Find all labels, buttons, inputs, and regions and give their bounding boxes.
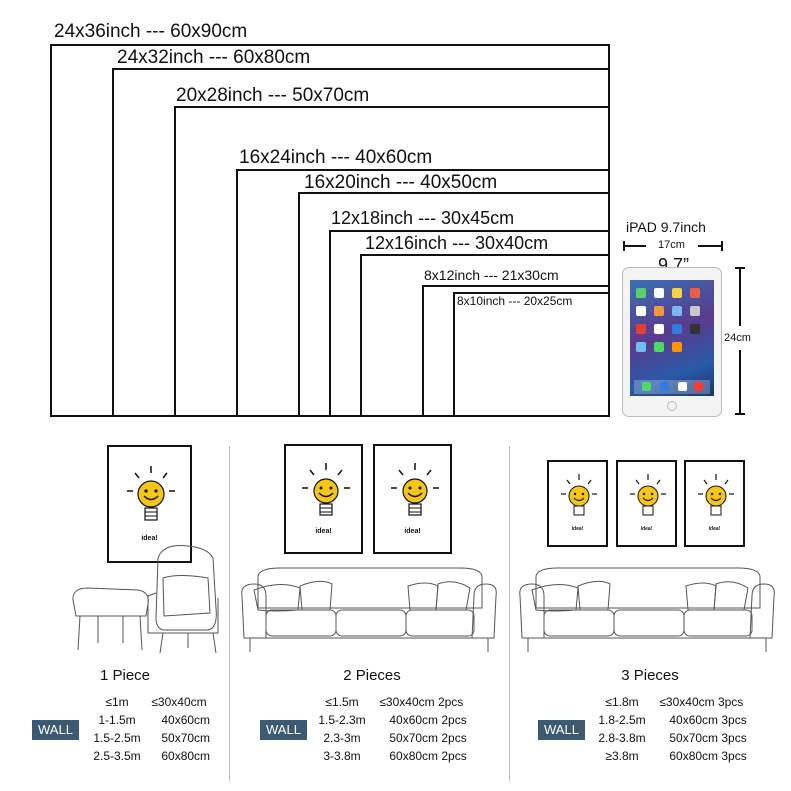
size-label-40x60: 16x24inch --- 40x60cm — [239, 147, 433, 168]
idea-bulb-icon — [698, 474, 734, 516]
spec-range: 3-3.8m — [323, 749, 361, 763]
poster: idea! — [547, 460, 608, 547]
sofa-illustration — [519, 567, 775, 652]
idea-bulb-icon — [302, 463, 350, 516]
spec-row: ≤1.8m ≤30x40cm 3pcs — [588, 695, 743, 709]
spec-size: 40x60cm — [161, 713, 211, 727]
spec-size: 50x70cm 3pcs — [669, 731, 747, 745]
spec-size: 60x80cm 3pcs — [669, 749, 747, 763]
poster-caption: idea! — [404, 528, 421, 535]
panel-divider-2 — [509, 446, 510, 781]
spec-range: 2.3-3m — [323, 731, 361, 745]
sofa-illustration — [241, 567, 497, 652]
spec-size: 60x80cm — [161, 749, 211, 763]
idea-bulb-icon — [630, 474, 666, 516]
spec-row: ≤1m ≤30x40cm — [86, 695, 207, 709]
spec-size: ≤30x40cm 2pcs — [379, 695, 464, 709]
spec-row: 1.8-2.5m 40x60cm 3pcs — [588, 713, 747, 727]
ipad-device — [622, 267, 722, 417]
spec-size: 40x60cm 2pcs — [389, 713, 467, 727]
size-label-30x45: 12x18inch --- 30x45cm — [331, 208, 515, 228]
ipad-screen — [630, 280, 714, 396]
size-label-60x90: 24x36inch --- 60x90cm — [54, 21, 248, 42]
spec-size: 60x80cm 2pcs — [389, 749, 467, 763]
spec-row: 1.5-2.3m 40x60cm 2pcs — [308, 713, 467, 727]
size-label-50x70: 20x28inch --- 50x70cm — [176, 85, 370, 106]
spec-size: 50x70cm — [161, 731, 211, 745]
spec-row: ≤1.5m ≤30x40cm 2pcs — [308, 695, 463, 709]
wall-badge: WALL — [538, 720, 585, 740]
poster-caption: idea! — [315, 528, 332, 535]
spec-range: ≤1.5m — [325, 695, 359, 709]
frame-20x25 — [453, 292, 610, 417]
spec-size: 50x70cm 2pcs — [389, 731, 467, 745]
spec-size: 40x60cm 3pcs — [669, 713, 747, 727]
spec-range: 2.8-3.8m — [598, 731, 646, 745]
spec-row: 1.5-2.5m 50x70cm — [86, 731, 210, 745]
size-label-40x50: 16x20inch --- 40x50cm — [304, 172, 498, 193]
size-label-20x25: 8x10inch --- 20x25cm — [457, 294, 573, 308]
spec-row: 2.3-3m 50x70cm 2pcs — [308, 731, 467, 745]
panel-divider-1 — [229, 446, 230, 781]
panel-3-title: 3 Pieces — [621, 667, 679, 684]
poster: idea! — [616, 460, 677, 547]
app-icons-grid — [634, 288, 710, 394]
poster-caption: idea! — [708, 526, 721, 532]
idea-bulb-icon — [561, 474, 597, 516]
size-label-21x30: 8x12inch --- 21x30cm — [424, 267, 559, 283]
ipad-height-label: 24cm — [724, 332, 751, 344]
spec-range: 1.8-2.5m — [598, 713, 646, 727]
spec-size: ≤30x40cm 3pcs — [659, 695, 744, 709]
spec-range: 1-1.5m — [98, 713, 136, 727]
spec-range: 1.5-2.3m — [318, 713, 366, 727]
spec-range: ≤1.8m — [605, 695, 639, 709]
poster: idea! — [684, 460, 745, 547]
ipad-home-button — [667, 401, 677, 411]
poster-caption: idea! — [571, 526, 584, 532]
ipad-title: iPAD 9.7inch — [626, 219, 706, 235]
idea-bulb-icon — [127, 466, 175, 521]
poster: idea! — [107, 445, 192, 563]
size-label-30x40: 12x16inch --- 30x40cm — [365, 233, 549, 253]
spec-range: ≥3.8m — [605, 749, 639, 763]
poster-caption: idea! — [640, 526, 653, 532]
panel-1-title: 1 Piece — [99, 667, 151, 684]
spec-range: ≤1m — [105, 695, 129, 709]
armchair-illustration — [72, 545, 219, 654]
spec-row: ≥3.8m 60x80cm 3pcs — [588, 749, 747, 763]
spec-row: 2.8-3.8m 50x70cm 3pcs — [588, 731, 747, 745]
spec-row: 2.5-3.5m 60x80cm — [86, 749, 210, 763]
ipad-height-arrow — [735, 267, 745, 415]
spec-size: ≤30x40cm — [151, 695, 207, 709]
spec-row: 1-1.5m 40x60cm — [86, 713, 210, 727]
poster: idea! — [373, 444, 452, 554]
ipad-width-arrow — [623, 241, 723, 251]
ipad-width-label: 17cm — [658, 239, 685, 251]
spec-range: 1.5-2.5m — [93, 731, 141, 745]
panel-2-title: 2 Pieces — [343, 667, 401, 684]
wall-badge: WALL — [260, 720, 307, 740]
size-label-60x80: 24x32inch --- 60x80cm — [117, 47, 311, 68]
idea-bulb-icon — [391, 463, 439, 516]
wall-badge: WALL — [32, 720, 79, 740]
poster: idea! — [284, 444, 363, 554]
poster-caption: idea! — [141, 535, 158, 542]
spec-row: 3-3.8m 60x80cm 2pcs — [308, 749, 467, 763]
spec-range: 2.5-3.5m — [93, 749, 141, 763]
